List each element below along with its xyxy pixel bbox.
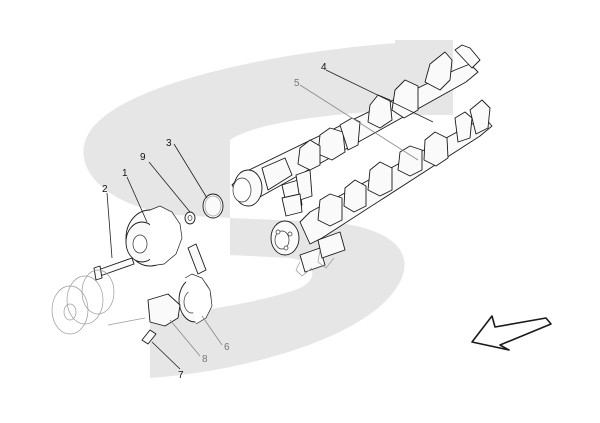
coupling-segment [187, 243, 207, 275]
callout-8: 8 [202, 354, 208, 365]
callout-7: 7 [178, 370, 184, 381]
callout-3: 3 [166, 138, 172, 149]
bolt-part-2 [93, 257, 135, 281]
direction-arrow-icon [471, 315, 552, 351]
callout-9: 9 [140, 152, 146, 163]
plate-part-8 [147, 293, 181, 327]
callout-1: 1 [122, 168, 128, 179]
callout-2: 2 [102, 184, 108, 195]
washer-part-9 [184, 211, 196, 225]
callout-labels: 4 5 3 9 1 2 6 8 7 [102, 62, 327, 381]
callout-4: 4 [321, 62, 327, 73]
gear-part-6 [178, 273, 213, 325]
callout-5: 5 [294, 78, 300, 89]
cam-variator-part-1 [125, 205, 183, 267]
leader-lines [106, 69, 434, 370]
valve-springs [281, 169, 346, 277]
callout-6: 6 [224, 342, 230, 353]
o-ring-part-3 [202, 193, 224, 219]
camshaft-lower [270, 99, 493, 256]
ghost-gears [51, 269, 146, 335]
screw-part-7 [141, 329, 157, 345]
camshaft-upper [231, 44, 481, 207]
